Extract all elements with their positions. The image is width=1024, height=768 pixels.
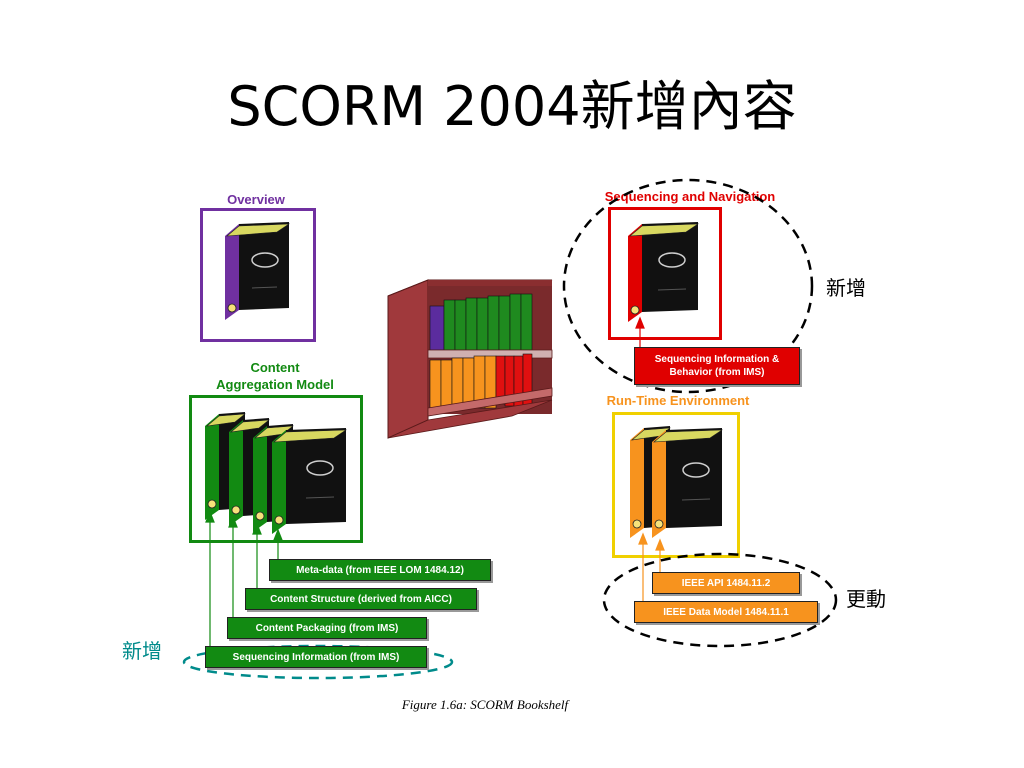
sn-book-icon: [628, 222, 700, 322]
cam-tag-packaging: Content Packaging (from IMS): [227, 617, 427, 639]
rte-label: Run-Time Environment: [606, 393, 750, 408]
rte-arrows: [638, 532, 665, 605]
cam-books-icon: [205, 412, 348, 534]
overview-label: Overview: [227, 192, 285, 207]
cam-label-line1: Content: [250, 360, 300, 375]
rte-frame: [612, 412, 740, 558]
sn-highlight-ellipse: [562, 178, 814, 394]
bookshelf-icon: [387, 279, 553, 439]
annotation-new-sn: 新增: [826, 276, 866, 300]
overview-frame: [200, 208, 316, 342]
annotation-changed-rte: 更動: [846, 587, 886, 611]
figure-caption: Figure 1.6a: SCORM Bookshelf: [401, 697, 569, 712]
sn-frame: [608, 207, 722, 340]
annotation-new-cam: 新增: [122, 639, 162, 663]
sn-tag-line2: Behavior (from IMS): [669, 367, 765, 378]
sn-arrow: [635, 316, 645, 348]
cam-tag-structure: Content Structure (derived from AICC): [245, 588, 477, 610]
sn-tag-line1: Sequencing Information &: [654, 354, 780, 365]
rte-highlight-ellipse: [602, 552, 838, 648]
overview-book-icon: [225, 222, 291, 320]
cam-frame: [189, 395, 363, 543]
rte-books-icon: [630, 426, 724, 538]
sn-tag-sequencing-behavior: Sequencing Information & Behavior (from …: [634, 347, 800, 385]
slide-title: SCORM 2004新增內容: [227, 75, 797, 138]
sn-label: Sequencing and Navigation: [604, 189, 776, 204]
cam-tag-sequencing: Sequencing Information (from IMS): [205, 646, 427, 668]
cam-label-line2: Aggregation Model: [216, 377, 334, 392]
rte-tag-api: IEEE API 1484.11.2: [652, 572, 800, 594]
rte-tag-data-model: IEEE Data Model 1484.11.1: [634, 601, 818, 623]
cam-tag-metadata: Meta-data (from IEEE LOM 1484.12): [269, 559, 491, 581]
